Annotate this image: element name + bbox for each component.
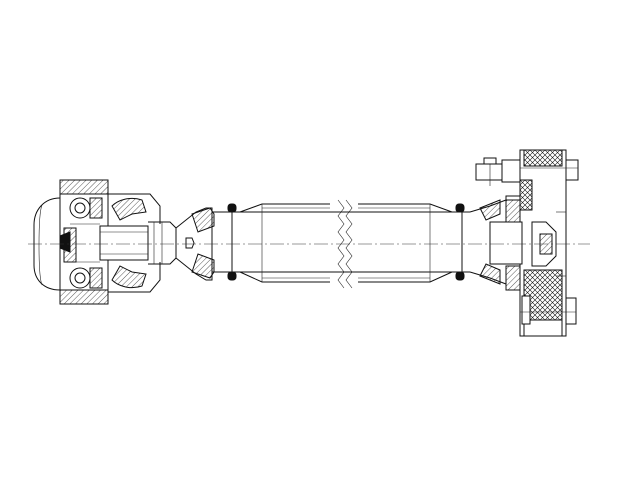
right-yoke-bore <box>489 221 523 265</box>
lower-yoke-arm <box>111 265 147 289</box>
seal-ring-upper-right <box>455 203 465 213</box>
seal-ring-lower-left <box>227 271 237 281</box>
right-flange-top-section <box>523 149 563 167</box>
left-yoke-arms <box>99 193 177 293</box>
right-bolt-nut-lower <box>565 297 577 325</box>
yoke-shaft <box>99 225 149 261</box>
spider-pin <box>59 231 71 253</box>
drive-tube <box>212 199 470 289</box>
seal-ring-upper-left <box>227 203 237 213</box>
upper-yoke-arm <box>111 197 147 221</box>
left-flange-bottom-hatch <box>59 289 109 305</box>
right-spider-cap <box>531 221 557 267</box>
right-flange-yoke <box>469 149 579 337</box>
left-flange-top-hatch <box>59 179 109 195</box>
left-end-cap <box>33 197 61 291</box>
left-flange-yoke <box>33 179 109 305</box>
right-bolt-nut-upper <box>565 159 579 181</box>
tube-lower-wall <box>239 271 453 283</box>
seal-ring-lower-right <box>455 271 465 281</box>
grease-nipple <box>185 237 195 249</box>
